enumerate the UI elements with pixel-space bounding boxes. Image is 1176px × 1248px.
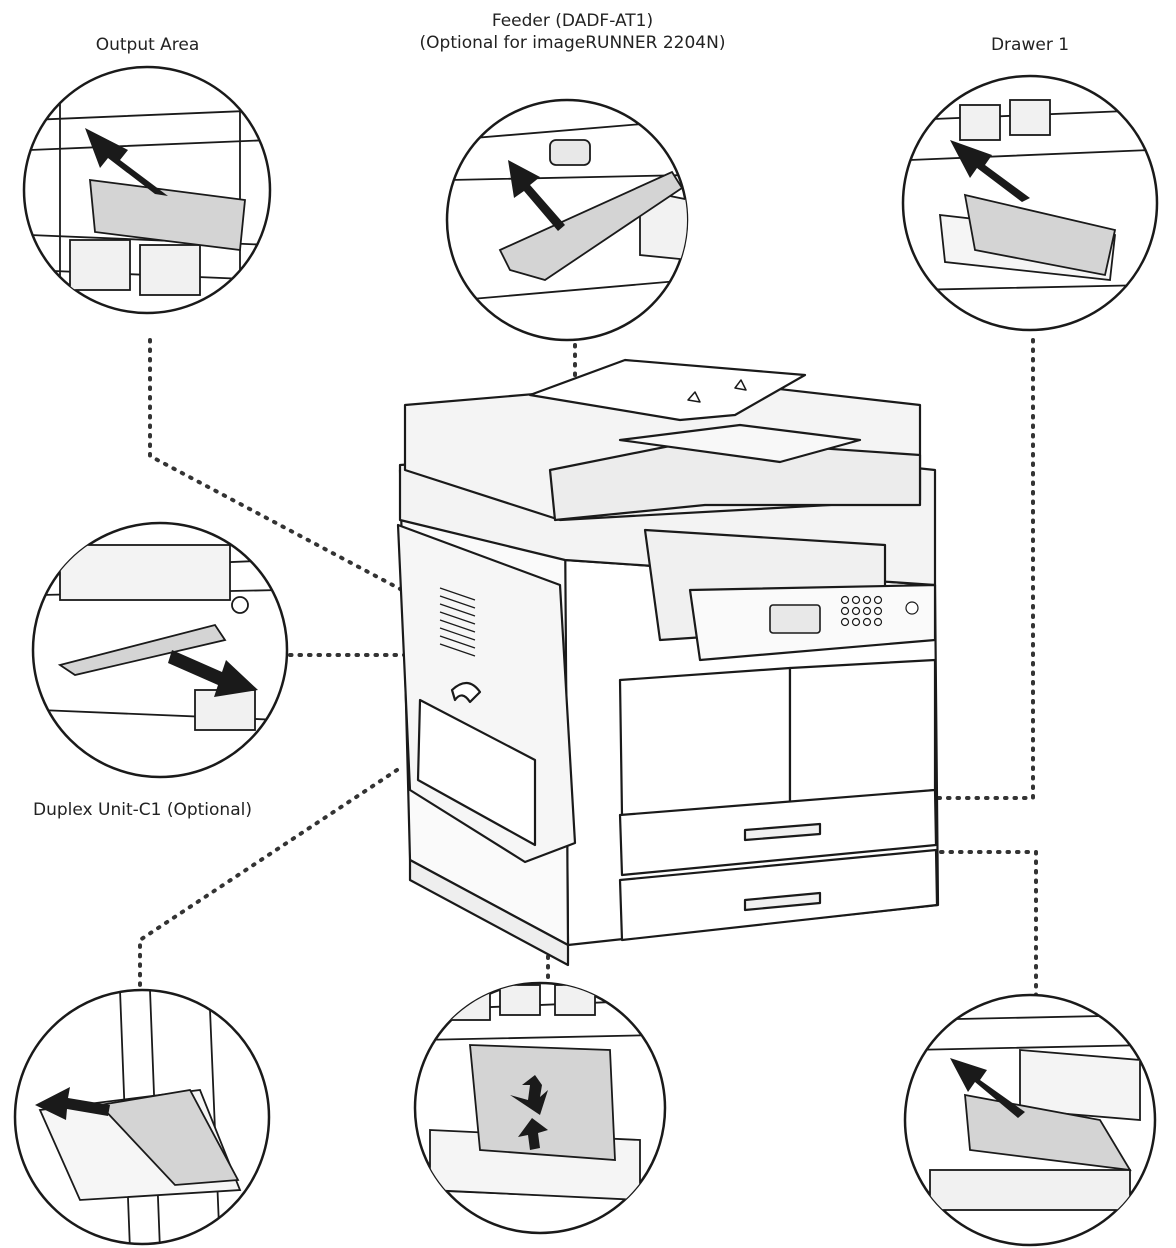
bold-arrow-icon — [85, 128, 168, 196]
leader-output-area — [148, 338, 404, 592]
drawer-2-handle — [743, 891, 822, 912]
label-feeder-title: Feeder (DADF-AT1) — [491, 11, 654, 31]
jam-paper — [963, 193, 1117, 277]
bold-arrow-icon — [950, 140, 1030, 202]
leader-duplex-tray — [138, 768, 399, 987]
detail-drawer-2 — [903, 993, 1157, 1247]
label-output-area: Output Area — [95, 35, 200, 55]
copier-illustration — [396, 358, 940, 967]
jam-paper — [98, 1089, 240, 1186]
bold-arrow-icon — [518, 1118, 548, 1150]
jam-paper — [57, 623, 227, 676]
label-feeder-note: (Optional for imageRUNNER 2204N) — [419, 33, 726, 53]
detail-duplex-unit — [31, 521, 289, 779]
jam-paper — [963, 1093, 1132, 1172]
detail-bypass-tray — [13, 988, 271, 1246]
leader-drawer-2 — [920, 850, 1038, 997]
tray-triangle-2 — [734, 379, 747, 391]
detail-inner-cover — [413, 981, 667, 1235]
drawer-1-handle — [743, 822, 822, 842]
bold-arrow-icon — [950, 1058, 1025, 1118]
label-duplex-unit: Duplex Unit-C1 (Optional) — [33, 800, 252, 820]
jam-paper — [498, 170, 684, 281]
vent-grille-icon — [439, 587, 476, 657]
copier-base — [408, 858, 570, 967]
copier-drawer-2 — [618, 848, 939, 942]
bypass-handle — [450, 681, 482, 704]
detail-output-area — [22, 65, 272, 315]
copier-front-door-right — [788, 658, 937, 807]
label-drawer-1: Drawer 1 — [990, 35, 1070, 55]
detail-feeder — [445, 98, 689, 342]
jam-paper — [88, 178, 246, 252]
bold-arrow-icon — [510, 1075, 548, 1115]
bold-arrow-icon — [168, 650, 258, 697]
copier-lcd — [769, 604, 821, 634]
keypad-icon — [840, 595, 919, 627]
detail-drawer-1 — [901, 74, 1159, 332]
copier-front-door-left — [618, 666, 792, 817]
tray-triangle-1 — [687, 391, 701, 403]
leader-drawer-1 — [920, 338, 1035, 800]
copier-adf-tray — [528, 358, 807, 422]
label-feeder: Feeder (DADF-AT1) (Optional for imageRUN… — [400, 10, 745, 54]
bold-arrow-icon — [508, 160, 565, 231]
copier-adf-output — [618, 423, 862, 464]
copier-bypass-tray — [416, 698, 537, 847]
bold-arrow-icon — [35, 1087, 110, 1120]
